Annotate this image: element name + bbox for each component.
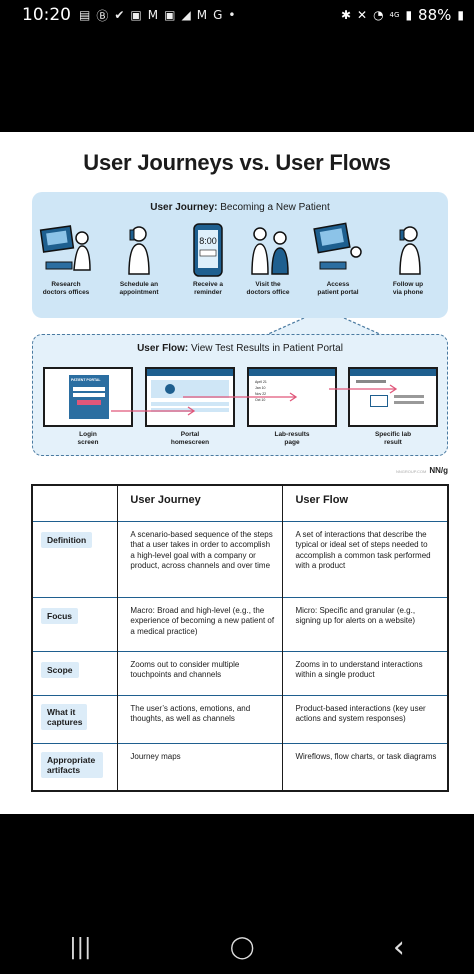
flow-cell: Micro: Specific and granular (e.g., sign… [295, 605, 416, 626]
journey-cell: The user’s actions, emotions, and though… [130, 703, 251, 724]
wifi-icon: ◔ [373, 8, 384, 22]
flow-cell: Product-based interactions (key user act… [295, 703, 426, 724]
back-button[interactable]: ‹ [392, 929, 405, 965]
gmail-icon: M [147, 8, 159, 22]
computer-user-icon [39, 225, 91, 271]
table-row: Appropriate artifacts Journey maps Wiref… [32, 742, 448, 791]
flow-cell: A set of interactions that describe the … [295, 529, 431, 571]
table-header-flow: User Flow [282, 485, 448, 521]
flow-panel: User Flow: View Test Results in Patient … [32, 334, 448, 456]
table-row: Focus Macro: Broad and high-level (e.g.,… [32, 596, 448, 651]
row-label: Scope [41, 661, 79, 678]
portal-computer-icon [313, 222, 362, 270]
linkedin-icon: ▣ [164, 8, 176, 22]
network-label: 4G [389, 11, 400, 19]
flow-heading: User Flow: View Test Results in Patient … [137, 343, 343, 354]
journey-cell: Journey maps [130, 751, 181, 761]
journey-heading: User Journey: Becoming a New Patient [150, 202, 330, 213]
battery-level: 88% [418, 6, 452, 24]
flow-screen-login: PATIENT PORTAL [43, 367, 133, 427]
linkedin-icon: ▣ [130, 8, 142, 22]
clock: 10:20 [22, 5, 71, 25]
chart-icon: ◢ [181, 8, 191, 22]
doctor-visit-icon [251, 227, 289, 275]
system-nav-bar: ||| ◯ ‹ [0, 920, 474, 974]
table-row: Scope Zooms out to consider multiple tou… [32, 650, 448, 695]
battery-icon: ▮ [457, 8, 464, 22]
table-row: What it captures The user’s actions, emo… [32, 694, 448, 743]
journey-cell: A scenario-based sequence of the steps t… [130, 529, 273, 571]
dot-icon: • [228, 8, 236, 22]
row-label: What it captures [41, 703, 87, 730]
zoom-connector [265, 318, 383, 336]
b-icon: Ⓑ [96, 8, 109, 23]
infographic-title: User Journeys vs. User Flows [83, 150, 391, 175]
row-label: Definition [41, 531, 93, 548]
table-row: Definition A scenario-based sequence of … [32, 520, 448, 597]
table-header-journey: User Journey [117, 485, 283, 521]
flow-cell: Wireflows, flow charts, or task diagrams [295, 751, 437, 761]
phone-call-icon [128, 226, 150, 275]
bluetooth-icon: ✱ [340, 8, 351, 22]
row-label: Focus [41, 607, 79, 624]
sim-icon: ▤ [79, 8, 91, 22]
flow-screen-specific-result [348, 367, 438, 427]
journey-panel: User Journey: Becoming a New Patient Res… [32, 192, 448, 318]
recent-apps-button[interactable]: ||| [69, 934, 92, 960]
table-header-empty [32, 485, 118, 521]
mute-icon: ✕ [357, 8, 368, 22]
journey-cell: Zooms out to consider multiple touchpoin… [130, 659, 240, 680]
table-header-row: User Journey User Flow [32, 485, 448, 521]
infographic-image[interactable]: User Journeys vs. User Flows User Journe… [0, 132, 474, 814]
flow-cell: Zooms in to understand interactions with… [295, 659, 423, 680]
smartphone-icon: 8:00 [193, 223, 223, 277]
gmail-icon: M [196, 8, 208, 22]
google-icon: G [213, 8, 223, 22]
status-bar: 10:20 ▤ Ⓑ ✔ ▣ M ▣ ◢ M G • ✱ ✕ ◔ 4G ▮ 88%… [0, 0, 474, 30]
phone-call-icon [399, 226, 421, 275]
comparison-table: User Journey User Flow Definition A scen… [31, 484, 449, 792]
journey-cell: Macro: Broad and high-level (e.g., the e… [130, 605, 275, 636]
signal-icon: ▮ [405, 8, 413, 22]
row-label: Appropriate artifacts [41, 751, 103, 778]
flow-arrows [111, 384, 398, 416]
check-icon: ✔ [114, 8, 125, 22]
home-button[interactable]: ◯ [229, 934, 255, 960]
svg-text:8:00: 8:00 [199, 236, 217, 246]
